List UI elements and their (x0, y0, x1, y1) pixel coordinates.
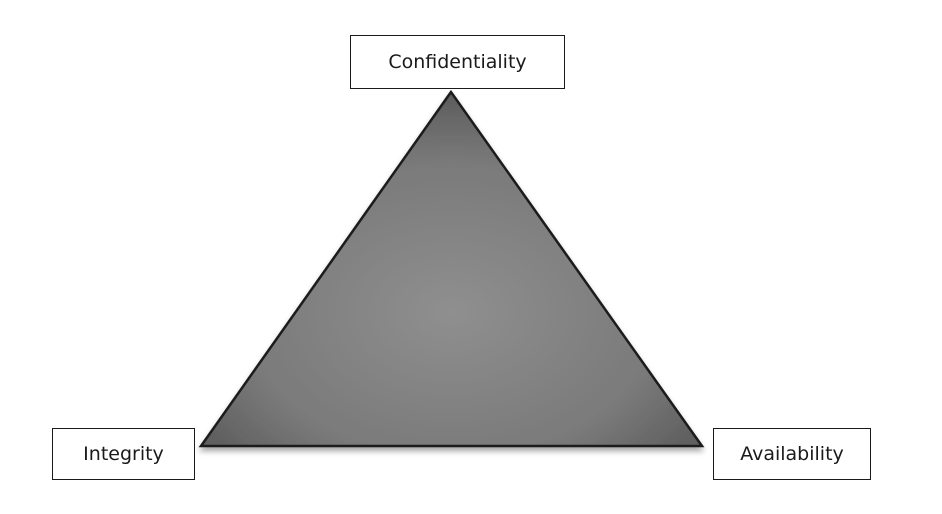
availability-label-box: Availability (713, 428, 871, 480)
availability-label: Availability (740, 443, 844, 465)
confidentiality-label-box: Confidentiality (350, 35, 565, 89)
confidentiality-label: Confidentiality (388, 51, 527, 73)
integrity-label-box: Integrity (52, 428, 195, 480)
triad-triangle (198, 89, 705, 448)
integrity-label: Integrity (83, 443, 164, 465)
